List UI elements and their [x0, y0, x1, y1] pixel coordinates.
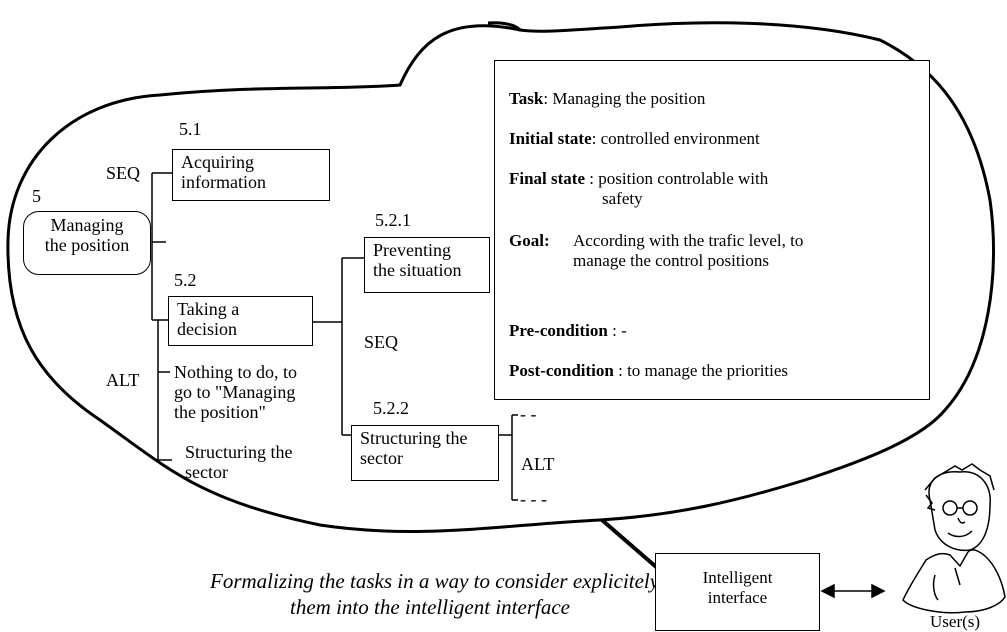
goal-label: Goal:: [509, 231, 550, 251]
taking-line2: decision: [177, 319, 237, 339]
pre-condition-value: : -: [607, 321, 627, 340]
initial-state-label: Initial state: [509, 129, 592, 148]
final-state-value-line2: safety: [602, 189, 643, 208]
post-condition-row: Post-condition : to manage the prioritie…: [509, 361, 788, 381]
task-label: Task: [509, 89, 544, 108]
acquiring-line1: Acquiring: [181, 152, 254, 172]
caption-line2: them into the intelligent interface: [290, 595, 570, 619]
figure-caption: Formalizing the tasks in a way to consid…: [210, 568, 660, 620]
seq-label-top: SEQ: [106, 163, 141, 183]
nothing-line2: go to "Managing: [174, 382, 296, 402]
final-state-label: Final state: [509, 169, 586, 188]
structuring-left-line1: Structuring the: [185, 442, 293, 462]
alt-label-left: ALT: [106, 370, 140, 390]
interface-line2: interface: [707, 588, 768, 607]
initial-state-value: : controlled environment: [591, 129, 760, 148]
node-taking-decision[interactable]: Taking a decision: [168, 296, 313, 346]
nothing-to-do-text[interactable]: Nothing to do, to go to "Managing the po…: [174, 362, 297, 422]
dash-branch-top: - -: [520, 404, 537, 424]
root-node-managing-position[interactable]: Managing the position: [23, 211, 151, 275]
node-structuring-sector[interactable]: Structuring the sector: [351, 425, 499, 481]
goal-label-text: Goal:: [509, 231, 550, 250]
node-5-1-number: 5.1: [179, 119, 202, 139]
root-label-line1: Managing: [50, 215, 124, 235]
structuring-right-line1: Structuring the: [360, 428, 468, 448]
structuring-sector-left-text[interactable]: Structuring the sector: [185, 442, 292, 482]
node-5-2-1-number: 5.2.1: [375, 210, 411, 230]
goal-value: According with the trafic level, to: [573, 231, 804, 250]
structuring-right-line2: sector: [360, 448, 403, 468]
intelligent-interface-box[interactable]: Intelligent interface: [655, 553, 820, 631]
taking-line1: Taking a: [177, 299, 240, 319]
goal-value-line2: manage the control positions: [573, 251, 769, 270]
task-description-panel: Task: Managing the position Initial stat…: [494, 60, 930, 400]
pre-condition-row: Pre-condition : -: [509, 321, 627, 341]
node-acquiring-information[interactable]: Acquiring information: [172, 149, 330, 201]
post-condition-label: Post-condition: [509, 361, 614, 380]
root-label-line2: the position: [44, 235, 130, 255]
seq-label-mid: SEQ: [364, 332, 399, 352]
blob-stroke-tail: [487, 21, 522, 32]
user-label: User(s): [930, 612, 981, 631]
preventing-line2: the situation: [373, 260, 462, 280]
nothing-line1: Nothing to do, to: [174, 362, 298, 382]
user-avatar-figure: [902, 463, 1006, 614]
alt-label-right: ALT: [521, 454, 555, 474]
final-state-row: Final state : position controlable with: [509, 169, 768, 189]
dash-branch-bottom: - - -: [520, 489, 547, 509]
double-arrow: [820, 583, 886, 599]
pre-condition-label: Pre-condition: [509, 321, 608, 340]
structuring-left-line2: sector: [185, 462, 228, 482]
acquiring-line2: information: [181, 172, 266, 192]
root-number: 5: [32, 186, 41, 206]
blob-outline: [6, 21, 996, 533]
interface-line1: Intelligent: [702, 568, 773, 587]
node-5-2-2-number: 5.2.2: [373, 398, 409, 418]
nothing-line3: the position": [174, 402, 266, 422]
node-5-2-number: 5.2: [174, 270, 197, 290]
initial-state-row: Initial state: controlled environment: [509, 129, 760, 149]
task-row: Task: Managing the position: [509, 89, 705, 109]
task-value: : Managing the position: [543, 89, 706, 108]
preventing-line1: Preventing: [373, 240, 451, 260]
tree-connectors: [151, 172, 518, 501]
caption-line1: Formalizing the tasks in a way to consid…: [210, 569, 660, 593]
node-preventing-situation[interactable]: Preventing the situation: [364, 237, 490, 293]
final-state-value: : position controlable with: [585, 169, 769, 188]
post-condition-value: : to manage the priorities: [613, 361, 789, 380]
